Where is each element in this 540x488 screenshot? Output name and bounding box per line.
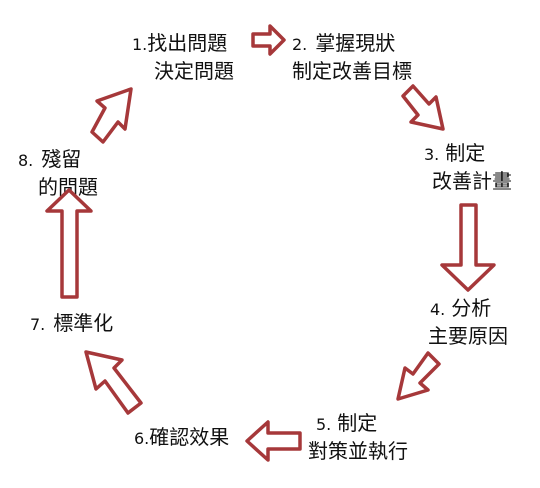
step-4: 4. 分析 主要原因 xyxy=(428,295,508,349)
step-6-number: 6. xyxy=(134,429,150,448)
arrow-4-to-5-icon xyxy=(396,351,441,401)
step-5-line-1: 制定 xyxy=(337,411,378,435)
arrow-2-to-3-icon xyxy=(401,84,445,131)
step-7-number: 7. xyxy=(30,315,46,334)
step-8-number: 8. xyxy=(18,151,34,170)
step-1-number: 1. xyxy=(132,35,148,54)
step-7-line-1: 標準化 xyxy=(53,311,114,335)
step-1: 1.找出問題 決定問題 xyxy=(132,30,234,84)
step-4-number: 4. xyxy=(430,300,446,319)
step-4-line-1: 分析 xyxy=(451,296,492,320)
step-1-line-2: 決定問題 xyxy=(154,59,234,83)
step-3-number: 3. xyxy=(424,145,440,164)
arrow-8-to-1-icon xyxy=(90,87,133,144)
step-3-line-1: 制定 xyxy=(445,141,486,165)
arrow-1-to-2-icon xyxy=(251,24,286,56)
step-2-number: 2. xyxy=(292,35,308,54)
step-2: 2. 掌握現狀 制定改善目標 xyxy=(292,30,412,84)
arrow-6-to-7-icon xyxy=(84,350,143,415)
step-5-line-2: 對策並執行 xyxy=(308,439,408,463)
arrow-5-to-6-icon xyxy=(245,420,302,462)
step-6-line-1: 確認效果 xyxy=(149,425,230,449)
step-1-line-1: 找出問題 xyxy=(147,31,228,55)
step-3-line-2: 改善計畫 xyxy=(432,169,512,193)
arrow-3-to-4-icon xyxy=(440,203,496,292)
step-8-line-1: 殘留 xyxy=(41,147,82,171)
step-7: 7. 標準化 xyxy=(30,310,113,338)
arrow-7-to-8-icon xyxy=(45,188,93,299)
step-5: 5. 制定 對策並執行 xyxy=(308,410,408,464)
step-2-line-2: 制定改善目標 xyxy=(292,59,412,83)
step-3: 3. 制定 改善計畫 xyxy=(424,140,512,194)
step-5-number: 5. xyxy=(316,415,332,434)
step-2-line-1: 掌握現狀 xyxy=(315,31,396,55)
step-6: 6.確認效果 xyxy=(134,424,229,452)
step-4-line-2: 主要原因 xyxy=(428,324,508,348)
